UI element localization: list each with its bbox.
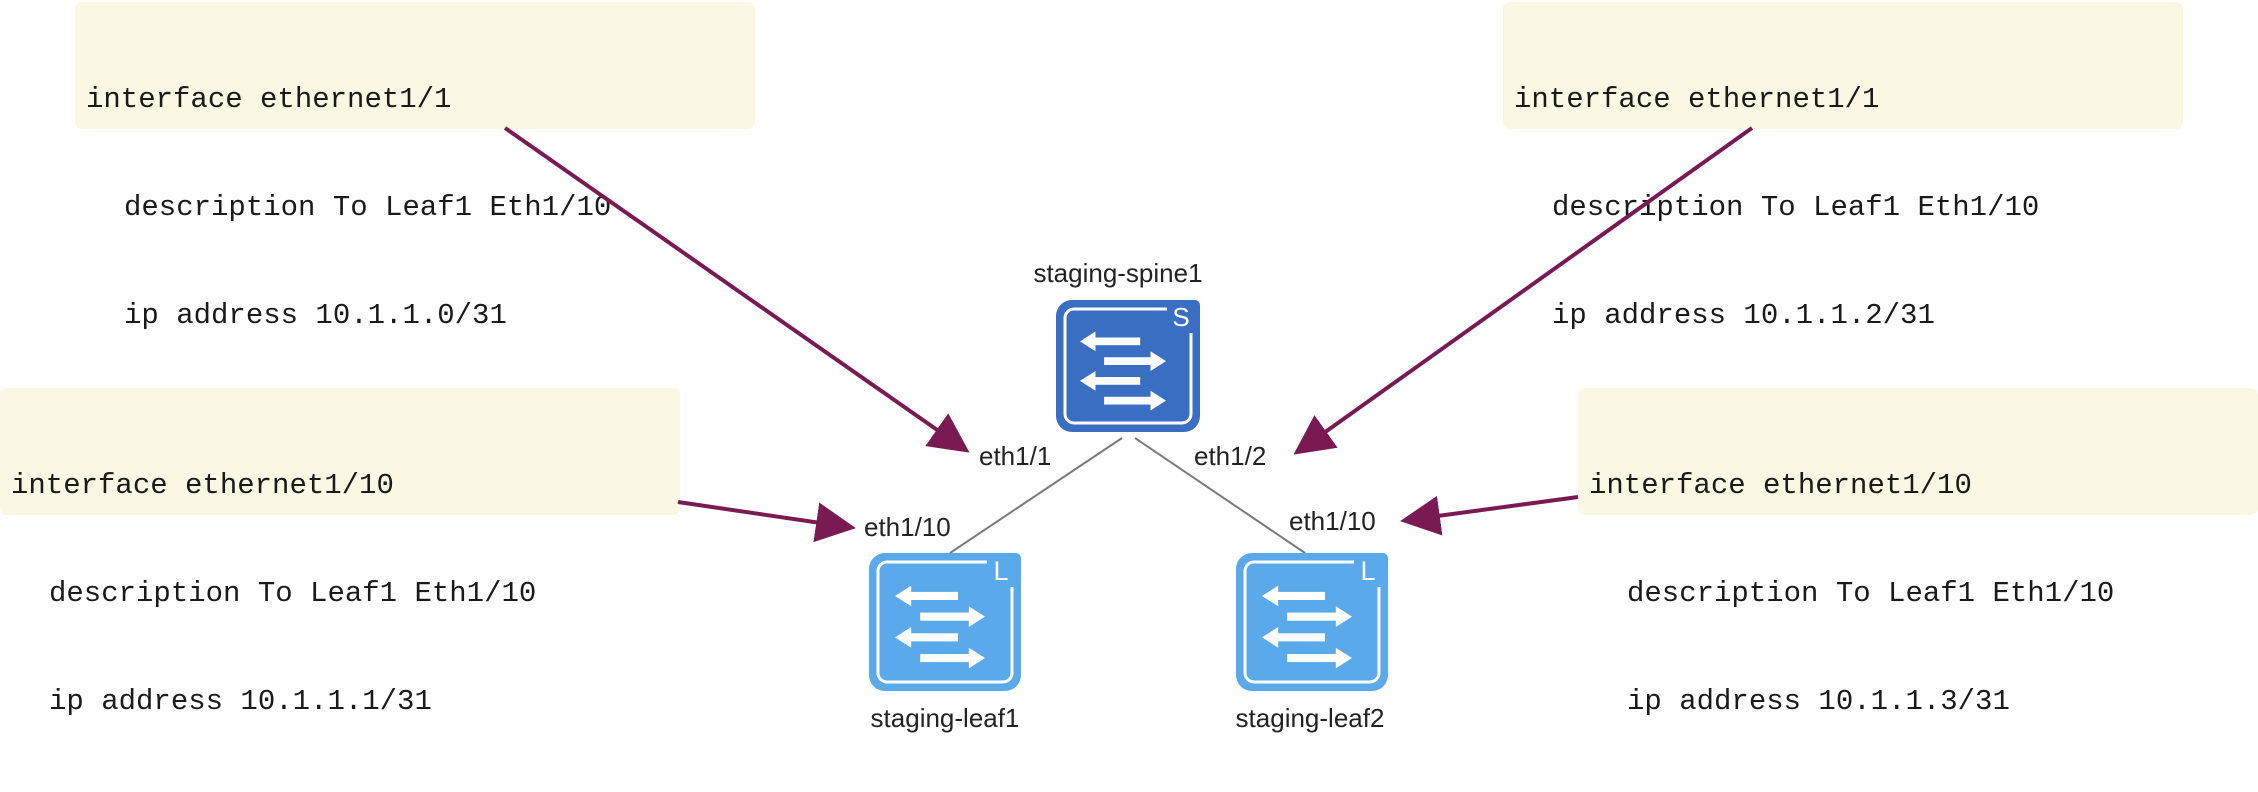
port-label-spine-eth1-1: eth1/1 (979, 441, 1051, 471)
config-ip-line: ip address 10.1.1.3/31 (1627, 685, 2010, 718)
leaf1-name-label: staging-leaf1 (871, 703, 1020, 733)
config-box-spine-eth1-2: interface ethernet1/1 description To Lea… (1503, 2, 2183, 332)
callout-arrow-spine-eth1-2 (1293, 126, 1754, 455)
topology-diagram: interface ethernet1/1 description To Lea… (0, 2, 2258, 733)
config-interface-line: interface ethernet1/1 (86, 83, 452, 116)
config-ip-line: ip address 10.1.1.2/31 (1552, 299, 1935, 332)
link-spine-leaf2 (1134, 437, 1306, 554)
config-interface-line: interface ethernet1/10 (11, 469, 394, 502)
config-box-leaf1-eth1-10: interface ethernet1/10 description To Le… (0, 388, 680, 718)
spine-name-label: staging-spine1 (1033, 258, 1202, 288)
config-interface-line: interface ethernet1/1 (1514, 83, 1880, 116)
port-label-leaf2-eth1-10: eth1/10 (1289, 506, 1376, 536)
spine-badge: S (1172, 302, 1189, 332)
leaf1-badge: L (993, 556, 1008, 586)
spine-switch: S (1056, 300, 1200, 432)
config-description-line: description To Leaf1 Eth1/10 (124, 191, 612, 224)
port-label-leaf1-eth1-10: eth1/10 (864, 512, 951, 542)
leaf2-switch: L (1236, 553, 1388, 691)
config-box-spine-eth1-1: interface ethernet1/1 description To Lea… (75, 2, 755, 332)
config-box-leaf2-eth1-10: interface ethernet1/10 description To Le… (1578, 388, 2258, 718)
port-label-spine-eth1-2: eth1/2 (1194, 441, 1266, 471)
leaf2-badge: L (1360, 556, 1375, 586)
callout-arrow-leaf2-eth1-10 (1400, 495, 1579, 536)
diagram-canvas: S L L staging-spine1 staging-leaf1 stagi… (503, 126, 1754, 733)
config-ip-line: ip address 10.1.1.0/31 (124, 299, 507, 332)
config-description-line: description To Leaf1 Eth1/10 (49, 577, 537, 610)
link-spine-leaf1 (949, 437, 1123, 554)
config-ip-line: ip address 10.1.1.1/31 (49, 685, 432, 718)
config-description-line: description To Leaf1 Eth1/10 (1552, 191, 2040, 224)
leaf2-name-label: staging-leaf2 (1236, 703, 1385, 733)
config-description-line: description To Leaf1 Eth1/10 (1627, 577, 2115, 610)
leaf1-switch: L (869, 553, 1021, 691)
config-interface-line: interface ethernet1/10 (1589, 469, 1972, 502)
callout-arrow-spine-eth1-1 (503, 126, 970, 453)
callout-arrow-leaf1-eth1-10 (677, 500, 856, 543)
